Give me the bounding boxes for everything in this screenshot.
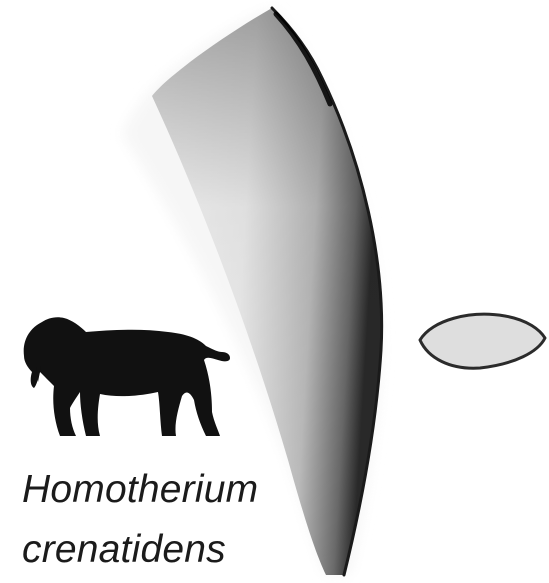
species-epithet-label: crenatidens bbox=[22, 530, 226, 569]
species-genus-label: Homotherium bbox=[22, 470, 258, 509]
sabertooth-cat-silhouette-icon bbox=[24, 317, 230, 436]
tooth-cross-section bbox=[420, 314, 545, 368]
